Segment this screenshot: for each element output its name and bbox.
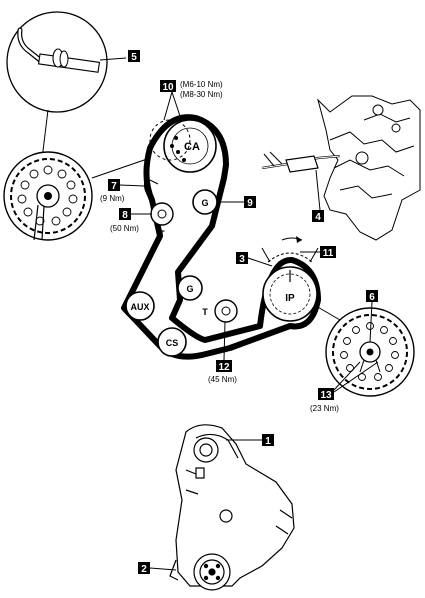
detail-circle-tool — [6, 11, 127, 113]
auxiliary-pulley — [125, 291, 155, 321]
torque-13: (23 Nm) — [310, 404, 339, 413]
callout-5-number: 5 — [131, 52, 137, 63]
detail-cam-sprocket — [3, 151, 151, 241]
callout-10-number: 10 — [162, 82, 174, 93]
label-injection-pump: IP — [285, 293, 295, 304]
label-tensioner-upper: T — [159, 229, 165, 239]
callout-6: 6 — [366, 290, 378, 343]
label-generator-lower: G — [186, 284, 193, 294]
timing-cover — [169, 424, 295, 591]
generator-pulley-lower — [177, 275, 203, 301]
tensioner-pulley-upper — [143, 177, 174, 226]
crankshaft-pulley — [157, 327, 187, 357]
label-crankshaft: CS — [166, 338, 179, 348]
label-auxiliary: AUX — [130, 302, 149, 312]
callout-12: 12 — [216, 321, 232, 373]
callout-1-number: 1 — [265, 436, 271, 447]
callout-3: 3 — [236, 252, 273, 267]
torque-10-m6: (M6-10 Nm) — [180, 80, 223, 89]
callout-5: 5 — [128, 50, 140, 63]
callout-4-number: 4 — [315, 212, 321, 223]
callout-7: 7 — [108, 179, 145, 192]
callout-4: 4 — [312, 210, 324, 223]
camshaft-bolt-circle — [149, 119, 191, 161]
callout-6-number: 6 — [369, 292, 375, 303]
callout-3-number: 3 — [239, 254, 245, 265]
label-camshaft: CA — [184, 141, 200, 153]
callout-2: 2 — [138, 562, 177, 575]
callout-9-number: 9 — [247, 198, 253, 209]
callout-10: 10 — [160, 80, 181, 121]
callout-2-number: 2 — [141, 564, 147, 575]
torque-8: (50 Nm) — [110, 224, 139, 233]
injection-pump-pulley — [261, 236, 319, 322]
detail-pump-sprocket — [325, 307, 415, 397]
label-tensioner-lower: T — [202, 307, 208, 317]
tensioner-pulley-lower — [214, 299, 238, 323]
callout-8: 8 — [119, 208, 152, 221]
callout-8-number: 8 — [122, 210, 128, 221]
callout-12-number: 12 — [218, 362, 230, 373]
detail-engine-tool — [261, 95, 421, 241]
label-generator-upper: G — [201, 198, 208, 208]
torque-10-m8: (M8-30 Nm) — [180, 90, 223, 99]
callout-11: 11 — [300, 246, 336, 259]
callout-9: 9 — [217, 196, 256, 209]
callout-7-number: 7 — [111, 181, 117, 192]
torque-12: (45 Nm) — [208, 375, 237, 384]
callout-13: 13 — [318, 361, 379, 401]
torque-7: (9 Nm) — [100, 194, 125, 203]
callout-1: 1 — [226, 434, 274, 447]
callout-11-number: 11 — [323, 248, 334, 259]
leader-pump-detail — [315, 305, 341, 321]
callout-13-number: 13 — [320, 390, 332, 401]
